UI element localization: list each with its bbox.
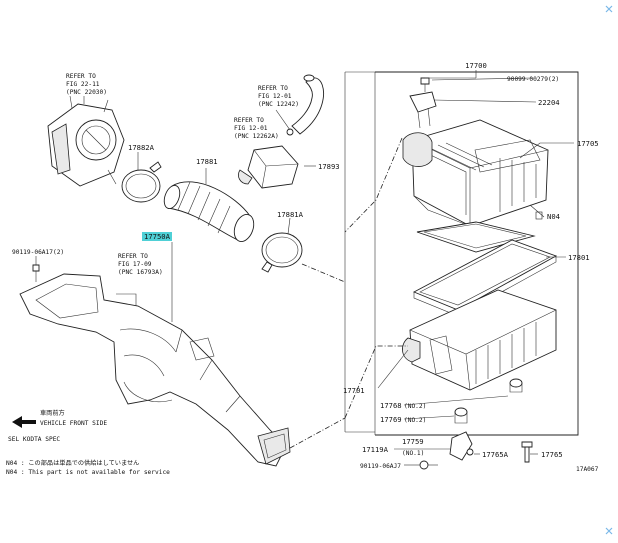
label-17700[interactable]: 17700 <box>465 61 487 70</box>
leader-17750a <box>116 242 173 322</box>
ref3-line3[interactable]: (PNC 12262A) <box>234 133 279 140</box>
pcv-hose[interactable] <box>286 74 324 136</box>
leader-17701 <box>377 349 409 389</box>
bolt-17765[interactable] <box>521 441 533 463</box>
upper-bolt[interactable] <box>420 77 430 92</box>
leader-n04 <box>529 204 545 218</box>
vehicle-front-arrow-icon <box>12 416 36 428</box>
throttle-body[interactable] <box>47 95 125 187</box>
n04-note-jp: N04 : この部品は単品での供給はしていません <box>6 459 139 467</box>
air-cleaner-case[interactable] <box>402 289 557 391</box>
label-bolt-left[interactable]: 90119-06A17(2) <box>12 249 64 256</box>
ref3-line1[interactable]: REFER TO <box>234 117 264 124</box>
leader-22204 <box>433 99 537 103</box>
arrow-label-en: VEHICLE FRONT SIDE <box>40 420 107 427</box>
label-17893[interactable]: 17893 <box>318 162 340 171</box>
label-17759-no: (NO.1) <box>402 450 424 457</box>
label-17881a[interactable]: 17881A <box>277 210 304 219</box>
ref1-line3[interactable]: (PNC 22030) <box>66 89 107 96</box>
label-17765[interactable]: 17765 <box>541 450 563 459</box>
leader-17705 <box>519 142 574 159</box>
n04-note-en: N04 : This part is not available for ser… <box>6 469 170 476</box>
ref4-line1[interactable]: REFER TO <box>118 253 148 260</box>
assembly-frame <box>375 71 579 436</box>
grommet-upper[interactable] <box>509 378 523 393</box>
inlet-hose[interactable] <box>161 181 257 244</box>
lower-bolt[interactable] <box>419 460 438 470</box>
ref2-line1[interactable]: REFER TO <box>258 85 288 92</box>
ref3-line2[interactable]: FIG 12-01 <box>234 125 268 132</box>
label-17881[interactable]: 17881 <box>196 157 218 166</box>
connect-line-cap <box>344 137 403 233</box>
label-bolt-lower[interactable]: 90119-06AJ7 <box>360 463 401 470</box>
leader-bolt-upper <box>431 77 533 81</box>
ref4-line3[interactable]: (PNC 16793A) <box>118 269 163 276</box>
label-22204[interactable]: 22204 <box>538 98 560 107</box>
corner-mark-icon <box>605 527 613 535</box>
leader-17700 <box>425 70 477 79</box>
hose-clamp-left[interactable] <box>121 161 162 203</box>
sensor-bracket[interactable] <box>409 91 437 129</box>
spec-note: SEL KODTA SPEC <box>8 436 60 443</box>
ref1-line2[interactable]: FIG 22-11 <box>66 81 100 88</box>
label-17765a[interactable]: 17765A <box>482 450 509 459</box>
ref2-line2[interactable]: FIG 12-01 <box>258 93 292 100</box>
air-cleaner-cap[interactable] <box>402 119 549 227</box>
connect-line-clamp <box>301 263 346 283</box>
label-17768-no: (NO.2) <box>404 403 426 410</box>
arrow-label-jp: 車両前方 <box>40 409 65 417</box>
label-17768[interactable]: 17768 <box>380 401 402 410</box>
label-n04[interactable]: N04 <box>547 212 560 221</box>
case-clip[interactable] <box>449 431 474 461</box>
close-icon[interactable] <box>605 5 613 13</box>
leader-17769 <box>403 415 455 420</box>
label-17750a[interactable]: 17750A <box>144 232 171 241</box>
label-17882a[interactable]: 17882A <box>128 143 155 152</box>
label-17701[interactable]: 17701 <box>343 386 365 395</box>
leader-17768 <box>403 395 509 406</box>
label-17705[interactable]: 17705 <box>577 139 599 148</box>
leader-17881a <box>287 217 291 235</box>
label-17119a[interactable]: 17119A <box>362 445 389 454</box>
diagram-code: 17A067 <box>576 466 599 473</box>
connect-line-duct <box>289 345 408 449</box>
duct-bolt[interactable] <box>32 264 40 282</box>
label-17769[interactable]: 17769 <box>380 415 402 424</box>
highlight-17750a <box>142 232 172 241</box>
ref2-line3[interactable]: (PNC 12242) <box>258 101 299 108</box>
n04-box <box>535 211 543 220</box>
ref4-line2[interactable]: FIG 17-09 <box>118 261 152 268</box>
air-intake-duct[interactable] <box>19 273 291 467</box>
label-17801[interactable]: 17801 <box>568 253 590 262</box>
cleaner-gasket[interactable] <box>416 221 536 253</box>
resonator[interactable] <box>238 145 299 189</box>
label-17759[interactable]: 17759 <box>402 437 424 446</box>
leader-ref2 <box>275 109 291 131</box>
ref1-line1[interactable]: REFER TO <box>66 73 96 80</box>
label-17769-no: (NO.2) <box>404 417 426 424</box>
hose-clamp-right[interactable] <box>261 232 303 273</box>
grommet-lower[interactable] <box>454 407 468 424</box>
label-bolt-upper[interactable]: 90099-00279(2) <box>507 76 559 83</box>
